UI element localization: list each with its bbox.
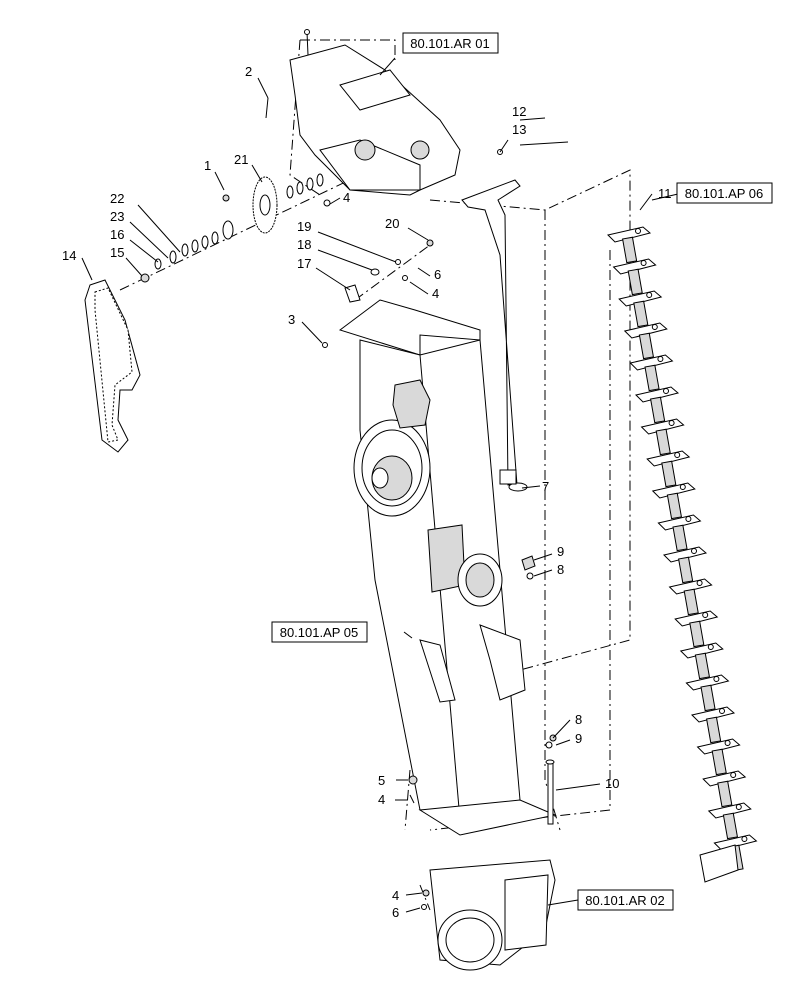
- callout-1: 1: [204, 158, 211, 173]
- paddle-hole: [702, 612, 709, 618]
- svg-text:80.101.AR 02: 80.101.AR 02: [585, 893, 665, 908]
- chain-link: [706, 716, 722, 744]
- chain-link: [627, 268, 643, 296]
- callout-7: 7: [542, 479, 549, 494]
- callout-leaders: [81, 57, 679, 913]
- paddle-hole: [657, 356, 664, 362]
- chain-link: [683, 588, 699, 616]
- paddle-hole: [730, 772, 737, 778]
- chain-link: [717, 780, 733, 808]
- callout-16: 16: [110, 227, 124, 242]
- ref-box-ar01[interactable]: 80.101.AR 01: [402, 32, 499, 54]
- callout-20: 20: [385, 216, 399, 231]
- paddle-hole: [691, 548, 697, 554]
- chain-link: [638, 332, 655, 360]
- callout-9: 9: [557, 544, 564, 559]
- callout-21: 21: [234, 152, 248, 167]
- rod-and-fasteners: [521, 555, 557, 825]
- callout-labels: 2 1 21 4 22 23 16 15 14 19 20 18 6 17 4 …: [62, 64, 672, 920]
- chain-link: [650, 396, 666, 424]
- chain-link: [711, 748, 727, 776]
- paddle-end: [699, 844, 739, 883]
- paddle-hole: [719, 708, 725, 714]
- paddle-hole: [741, 836, 748, 842]
- callout-2: 2: [245, 64, 252, 79]
- assembly-centerlines: [119, 39, 631, 911]
- chain-link: [644, 364, 660, 392]
- callout-8: 8: [575, 712, 582, 727]
- drive-sprocket-assembly: [140, 97, 331, 283]
- callout-3: 3: [288, 312, 295, 327]
- callout-4: 4: [378, 792, 385, 807]
- callout-9: 9: [575, 731, 582, 746]
- elevator-head-housing: [289, 29, 461, 196]
- ref-box-ap06[interactable]: 80.101.AP 06: [676, 182, 773, 204]
- drive-chain: [84, 279, 141, 453]
- paddle-hole: [668, 420, 675, 426]
- fill-pipe: [461, 141, 569, 492]
- chain-link: [655, 428, 671, 456]
- chain-link: [678, 556, 694, 584]
- paddle-hole: [696, 580, 703, 586]
- chain-link: [622, 236, 638, 264]
- paddle-chain: [607, 226, 758, 883]
- paddle-hole: [685, 516, 692, 522]
- shaft-coil: [181, 173, 324, 257]
- chain-link: [694, 652, 711, 680]
- paddle-hole: [713, 676, 720, 682]
- paddle-hole: [735, 804, 742, 810]
- callout-23: 23: [110, 209, 124, 224]
- chain-link: [666, 492, 683, 520]
- paddle-hole: [640, 260, 647, 266]
- callout-13: 13: [512, 122, 526, 137]
- callout-11: 11: [658, 186, 672, 201]
- svg-text:80.101.AP 06: 80.101.AP 06: [685, 186, 764, 201]
- paddle-hole: [651, 324, 658, 330]
- ref-box-ap05[interactable]: 80.101.AP 05: [271, 621, 368, 643]
- paddle-hole: [679, 484, 686, 490]
- callout-10: 10: [605, 776, 619, 791]
- elevator-tube: [338, 299, 557, 836]
- callout-18: 18: [297, 237, 311, 252]
- paddle-hole: [707, 644, 714, 650]
- svg-text:80.101.AR 01: 80.101.AR 01: [410, 36, 490, 51]
- callout-12: 12: [512, 104, 526, 119]
- callout-8: 8: [557, 562, 564, 577]
- callout-4: 4: [432, 286, 439, 301]
- svg-text:80.101.AP 05: 80.101.AP 05: [280, 625, 359, 640]
- callout-15: 15: [110, 245, 124, 260]
- callout-4: 4: [343, 190, 350, 205]
- elevator-boot: [421, 859, 556, 971]
- ref-box-ar02[interactable]: 80.101.AR 02: [577, 889, 674, 911]
- chain-link: [661, 460, 677, 488]
- chain-link: [722, 812, 739, 840]
- callout-6: 6: [434, 267, 441, 282]
- chain-link: [633, 300, 649, 328]
- callout-6: 6: [392, 905, 399, 920]
- paddle-hole: [635, 228, 641, 234]
- callout-14: 14: [62, 248, 76, 263]
- chain-link: [672, 524, 688, 552]
- callout-4: 4: [392, 888, 399, 903]
- chain-link: [700, 684, 716, 712]
- fasteners-5-4: [408, 775, 418, 804]
- callout-17: 17: [297, 256, 311, 271]
- paddle-hole: [674, 452, 681, 458]
- callout-5: 5: [378, 773, 385, 788]
- paddle-hole: [724, 740, 731, 746]
- callout-22: 22: [110, 191, 124, 206]
- paddle-hole: [663, 388, 669, 394]
- chain-link: [689, 620, 705, 648]
- callout-19: 19: [297, 219, 311, 234]
- paddle-hole: [646, 292, 653, 298]
